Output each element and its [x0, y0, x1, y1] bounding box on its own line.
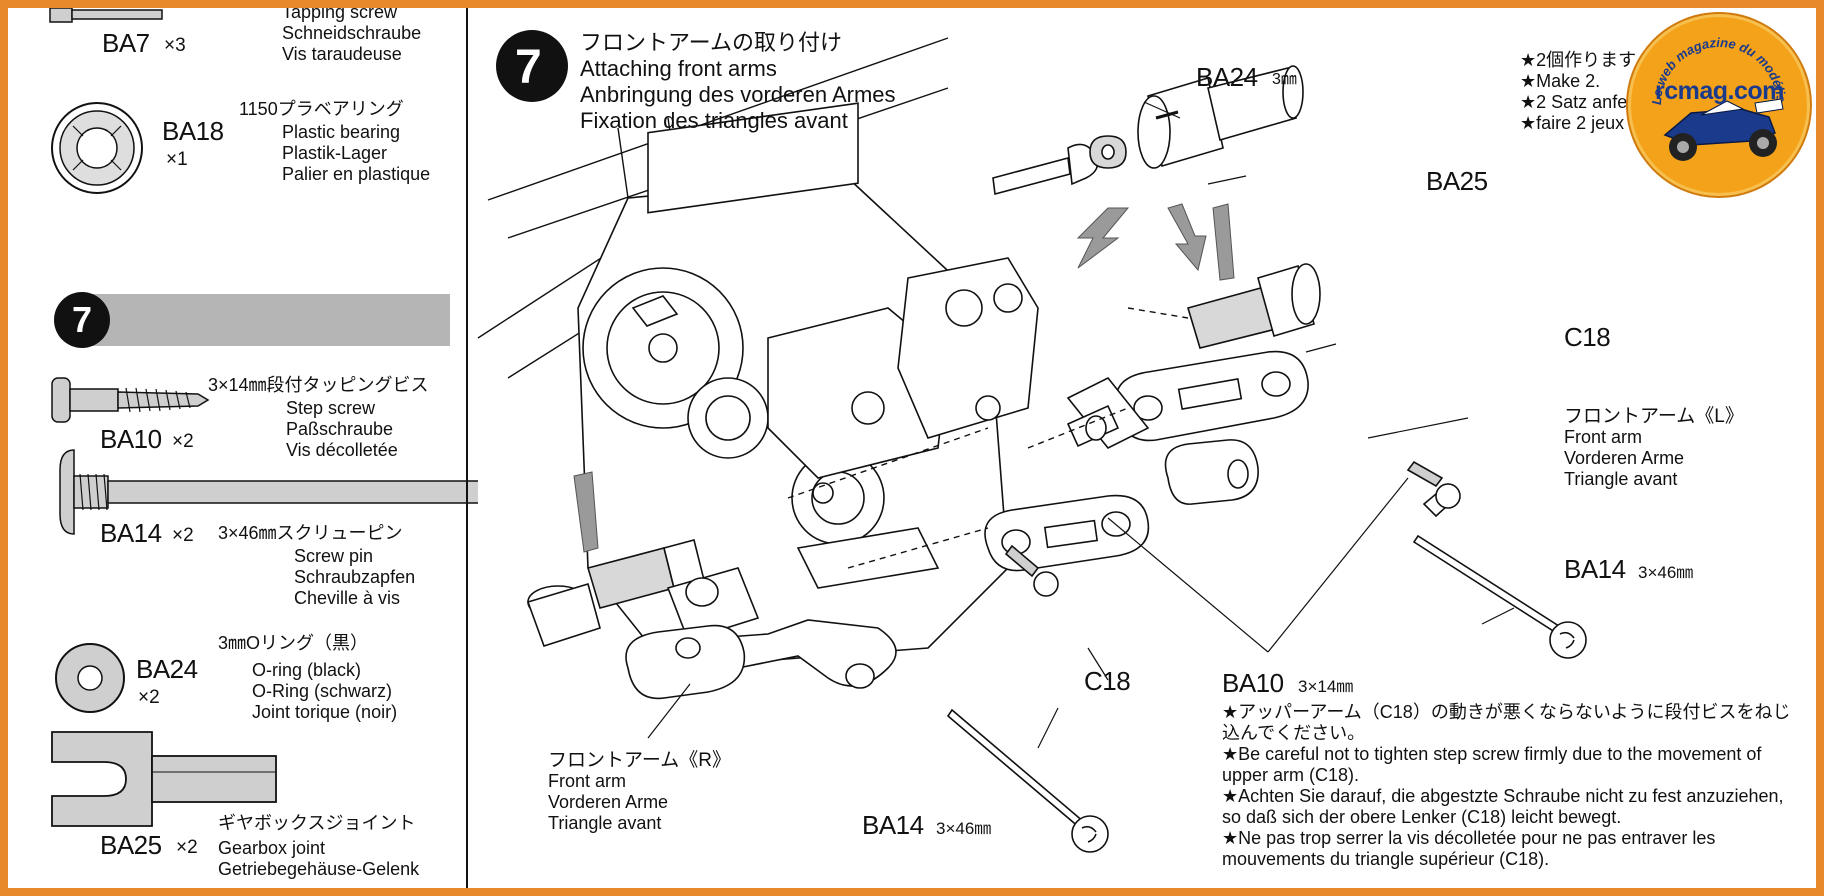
part-code-ba10: BA10 — [100, 424, 162, 454]
ba14-pin-right — [1412, 482, 1587, 659]
step-title-en: Attaching front arms — [580, 56, 777, 81]
callout-ba14-right: BA14 — [1564, 554, 1626, 584]
callout-ba14-bottom: BA14 — [862, 810, 924, 840]
note-jp: ★アッパーアーム（C18）の動きが悪くならないように段付ビスをねじ込んでください… — [1222, 702, 1791, 743]
callout-ba24-size: 3㎜ — [1272, 71, 1297, 88]
upper-arm-c18-bottom — [984, 494, 1150, 572]
buggy-icon — [1663, 98, 1784, 161]
callout-ba14-right-size: 3×46㎜ — [1638, 563, 1694, 582]
part-qty-ba7: ×3 — [164, 35, 186, 56]
front-arm-r — [625, 567, 897, 700]
make-two-note: ★2個作ります★Make 2.★2 Satz anfe★faire 2 jeux — [1520, 50, 1637, 133]
ba24-oring-drawing — [55, 643, 125, 713]
step-title-fr: Fixation des triangles avant — [580, 108, 848, 133]
step7-header-bar — [54, 292, 450, 348]
rcmag-logo-art: Le web magazine du modélisme — [1631, 17, 1789, 161]
ba7-screw-drawing — [49, 8, 163, 23]
driveshaft — [992, 135, 1127, 196]
assembly-notes: ★アッパーアーム（C18）の動きが悪くならないように段付ビスをねじ込んでください… — [1222, 702, 1802, 870]
ba14-pin-drawing — [59, 449, 478, 535]
ba25-joint-drawing — [51, 731, 277, 827]
part-jp-ba25: ギヤボックスジョイント — [218, 813, 416, 833]
front-arm-r-label: フロントアーム《R》 Front arm Vorderen Arme Trian… — [548, 750, 732, 833]
ba25-joint-middle — [1186, 263, 1321, 349]
ba24-desc: O-ring (black)O-Ring (schwarz)Joint tori… — [252, 660, 398, 722]
grease-tubes — [573, 471, 599, 553]
step-title-de: Anbringung des vorderen Armes — [580, 82, 896, 107]
callout-ba10: BA10 — [1222, 668, 1284, 698]
logo-brand-text: rcmag.com — [1655, 77, 1784, 105]
part-qty-ba24: ×2 — [138, 687, 160, 708]
part-code-ba14: BA14 — [100, 518, 162, 548]
part-code-ba7: BA7 — [102, 28, 150, 58]
parts-column-art — [49, 8, 478, 888]
note-en: ★Be careful not to tighten step screw fi… — [1222, 744, 1762, 785]
part-code-ba24: BA24 — [136, 654, 198, 684]
leader-lines — [647, 101, 1515, 749]
callout-ba24: BA24 — [1196, 62, 1258, 92]
callout-ba25: BA25 — [1426, 166, 1488, 196]
part-qty-ba25: ×2 — [176, 837, 198, 858]
step-number-left: 7 — [72, 299, 93, 340]
part-jp-ba14: 3×46㎜スクリューピン — [218, 523, 403, 543]
part-code-ba25: BA25 — [100, 830, 162, 860]
callout-c18-bottom: C18 — [1084, 666, 1131, 696]
note-fr: ★Ne pas trop serrer la vis décolletée po… — [1222, 828, 1716, 869]
ba10-screws — [1004, 460, 1461, 597]
part-code-ba18: BA18 — [162, 116, 224, 146]
ba25-joint-top — [1137, 65, 1304, 169]
part-qty-ba14: ×2 — [172, 525, 194, 546]
part-jp-ba24: 3㎜Oリング（黒） — [218, 633, 369, 653]
alignment-dashes — [787, 307, 1189, 569]
ba14-pin-bottom — [946, 708, 1109, 853]
lower-arm-right — [1066, 376, 1259, 505]
part-jp-ba18: 1150プラベアリング — [239, 99, 404, 119]
ba25-joint-lower — [526, 539, 705, 647]
insertion-arrows — [1076, 203, 1235, 281]
note-de: ★Achten Sie darauf, die abgestzte Schrau… — [1222, 786, 1784, 827]
callout-ba10-size: 3×14㎜ — [1298, 677, 1354, 696]
callout-ba14-bottom-size: 3×46㎜ — [936, 819, 992, 838]
assembly-diagram — [477, 30, 1587, 853]
callout-c18-top: C18 — [1564, 322, 1611, 352]
rcmag-logo-badge: Le web magazine du modélisme rcmag.com — [1628, 14, 1810, 196]
step-number-main: 7 — [515, 41, 542, 94]
step-title-jp: フロントアームの取り付け — [580, 30, 843, 55]
part-qty-ba18: ×1 — [166, 149, 188, 170]
upper-arm-c18-right — [1115, 350, 1309, 442]
part-jp-ba10: 3×14㎜段付タッピングビス — [208, 375, 429, 395]
ba10-screw-drawing — [51, 377, 210, 423]
front-arm-l-label: フロントアーム《L》 Front arm Vorderen Arme Trian… — [1564, 406, 1744, 489]
ba18-bearing-drawing — [51, 102, 143, 194]
part-qty-ba10: ×2 — [172, 431, 194, 452]
